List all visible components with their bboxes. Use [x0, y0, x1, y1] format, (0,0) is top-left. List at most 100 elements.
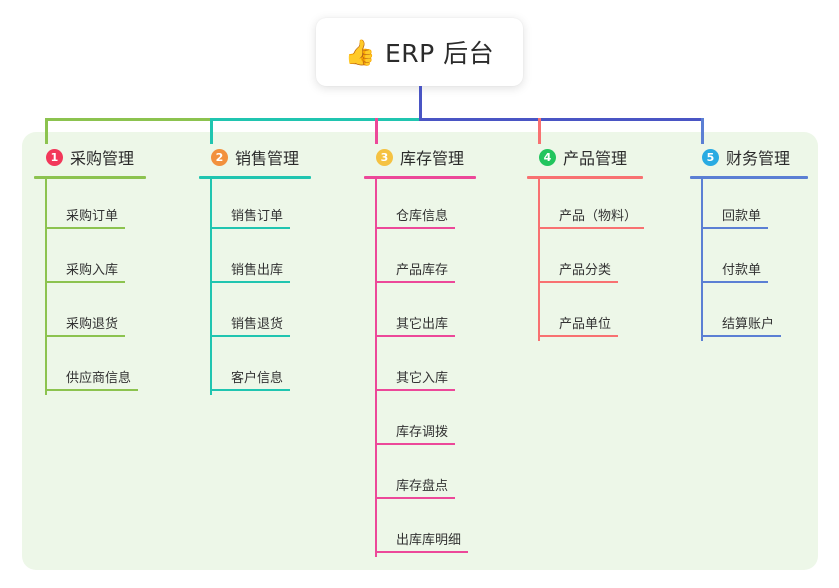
leaf-node[interactable]: 客户信息	[199, 341, 311, 395]
leaf-label: 其它入库	[396, 371, 449, 386]
branch-title-1: 采购管理	[70, 149, 135, 168]
root-stem-line	[419, 86, 422, 121]
leaf-rule	[210, 335, 290, 337]
branch-column-1: 1 采购管理采购订单采购入库采购退货供应商信息	[34, 144, 146, 395]
leaf-label: 产品（物料）	[559, 209, 638, 224]
branch-items-2: 销售订单销售出库销售退货客户信息	[199, 179, 311, 395]
leaf-rule	[210, 281, 290, 283]
root-node-title: ERP 后台	[384, 39, 495, 68]
branch-badge-3: 3	[376, 148, 393, 166]
leaf-label: 回款单	[722, 209, 762, 224]
leaf-node[interactable]: 出库库明细	[364, 503, 476, 557]
thumbs-up-emoji: 👍	[344, 37, 376, 67]
connector-bar-segment-3	[419, 118, 704, 121]
branch-drop-stub-4	[538, 118, 541, 144]
connector-bar-segment-2	[210, 118, 422, 121]
connector-bar-segment-1	[45, 118, 213, 121]
leaf-node[interactable]: 其它出库	[364, 287, 476, 341]
leaf-label: 仓库信息	[396, 209, 449, 224]
leaf-node[interactable]: 产品库存	[364, 233, 476, 287]
leaf-label: 出库库明细	[396, 533, 462, 548]
leaf-rule	[210, 389, 290, 391]
leaf-node[interactable]: 回款单	[690, 179, 808, 233]
leaf-rule	[701, 227, 768, 229]
leaf-node[interactable]: 采购入库	[34, 233, 146, 287]
leaf-node[interactable]: 产品分类	[527, 233, 643, 287]
branch-header-3[interactable]: 3 库存管理	[364, 144, 476, 170]
leaf-node[interactable]: 库存盘点	[364, 449, 476, 503]
branch-drop-stub-1	[45, 118, 48, 144]
leaf-label: 产品单位	[559, 317, 612, 332]
branch-title-4: 产品管理	[563, 149, 628, 168]
branch-spine-4	[538, 179, 540, 341]
leaf-rule	[701, 335, 781, 337]
leaf-label: 库存调拨	[396, 425, 449, 440]
leaf-node[interactable]: 库存调拨	[364, 395, 476, 449]
branch-header-rule-5	[690, 176, 808, 179]
leaf-rule	[45, 281, 125, 283]
branch-badge-2: 2	[211, 148, 228, 166]
leaf-node[interactable]: 采购退货	[34, 287, 146, 341]
leaf-rule	[375, 389, 455, 391]
leaf-node[interactable]: 产品（物料）	[527, 179, 645, 233]
leaf-node[interactable]: 销售退货	[199, 287, 311, 341]
leaf-node[interactable]: 结算账户	[690, 287, 808, 341]
leaf-rule	[375, 497, 455, 499]
leaf-node[interactable]: 其它入库	[364, 341, 476, 395]
branch-badge-1: 1	[46, 148, 63, 166]
leaf-rule	[45, 227, 125, 229]
leaf-label: 库存盘点	[396, 479, 449, 494]
root-node-card[interactable]: 👍 ERP 后台	[316, 18, 523, 86]
leaf-node[interactable]: 付款单	[690, 233, 808, 287]
branch-column-3: 3 库存管理仓库信息产品库存其它出库其它入库库存调拨库存盘点出库库明细	[364, 144, 476, 557]
branch-badge-4: 4	[539, 148, 556, 166]
leaf-label: 销售出库	[231, 263, 284, 278]
leaf-node[interactable]: 仓库信息	[364, 179, 476, 233]
leaf-rule	[375, 335, 455, 337]
branch-title-5: 财务管理	[726, 149, 791, 168]
branch-column-4: 4 产品管理产品（物料） 产品分类产品单位	[527, 144, 645, 341]
branch-drop-stub-5	[701, 118, 704, 144]
leaf-node[interactable]: 销售订单	[199, 179, 311, 233]
leaf-rule	[45, 389, 138, 391]
leaf-rule	[210, 227, 290, 229]
leaf-label: 结算账户	[722, 317, 775, 332]
leaf-label: 销售订单	[231, 209, 284, 224]
leaf-label: 采购订单	[66, 209, 119, 224]
branch-spine-3	[375, 179, 377, 557]
leaf-label: 产品库存	[396, 263, 449, 278]
branch-drop-stub-2	[210, 118, 213, 144]
branch-header-1[interactable]: 1 采购管理	[34, 144, 146, 170]
leaf-node[interactable]: 采购订单	[34, 179, 146, 233]
branch-title-3: 库存管理	[400, 149, 465, 168]
leaf-node[interactable]: 供应商信息	[34, 341, 146, 395]
leaf-label: 付款单	[722, 263, 762, 278]
branch-items-3: 仓库信息产品库存其它出库其它入库库存调拨库存盘点出库库明细	[364, 179, 476, 557]
leaf-rule	[375, 281, 455, 283]
branch-items-4: 产品（物料） 产品分类产品单位	[527, 179, 645, 341]
leaf-label: 客户信息	[231, 371, 284, 386]
leaf-label: 采购入库	[66, 263, 119, 278]
branch-drop-stub-3	[375, 118, 378, 144]
leaf-rule	[701, 281, 768, 283]
leaf-rule	[538, 281, 618, 283]
branch-header-rule-4	[527, 176, 643, 179]
branch-items-5: 回款单付款单结算账户	[690, 179, 808, 341]
branch-header-rule-1	[34, 176, 146, 179]
branch-spine-1	[45, 179, 47, 395]
leaf-rule	[538, 227, 645, 229]
leaf-label: 销售退货	[231, 317, 284, 332]
leaf-label: 其它出库	[396, 317, 449, 332]
leaf-rule	[538, 335, 618, 337]
leaf-node[interactable]: 产品单位	[527, 287, 643, 341]
branch-header-4[interactable]: 4 产品管理	[527, 144, 643, 170]
leaf-rule	[375, 227, 455, 229]
leaf-node[interactable]: 销售出库	[199, 233, 311, 287]
leaf-rule	[375, 443, 455, 445]
leaf-label: 供应商信息	[66, 371, 132, 386]
